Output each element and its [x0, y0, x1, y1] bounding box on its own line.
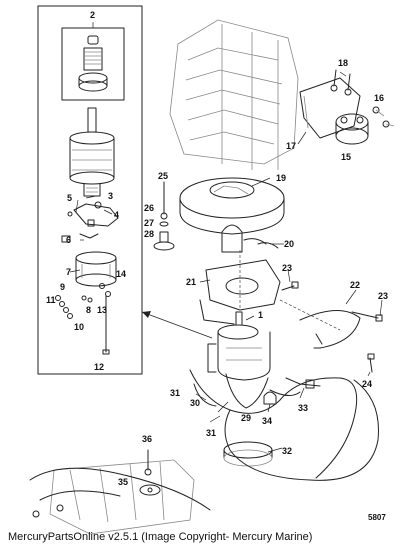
callout-33: 33 [298, 403, 308, 413]
callout-10: 10 [74, 322, 84, 332]
starter-inset-frame [37, 5, 143, 375]
callout-29: 29 [241, 413, 251, 423]
callout-2: 2 [90, 10, 95, 20]
callout-1: 1 [258, 310, 263, 320]
solenoid-bracket [299, 77, 361, 139]
callout-11: 11 [46, 295, 56, 305]
callout-14: 14 [116, 269, 126, 279]
callout-31b: 31 [206, 428, 216, 438]
callout-19: 19 [276, 173, 286, 183]
bracket-screws [330, 69, 352, 96]
callout-16: 16 [374, 93, 384, 103]
callout-31a: 31 [170, 388, 180, 398]
callout-9: 9 [60, 282, 65, 292]
through-bolt [102, 295, 110, 355]
harness-screw-36 [144, 449, 152, 476]
brush-plate [73, 201, 119, 239]
callout-12: 12 [94, 362, 104, 372]
callout-17: 17 [286, 141, 296, 151]
copyright-footer: MercuryPartsOnline v2.5.1 (Image Copyrig… [8, 531, 313, 543]
terminal-boot [263, 391, 277, 405]
callout-labels: 2 3 4 5 6 7 8 9 10 11 12 13 14 15 16 17 … [46, 10, 388, 487]
callout-6: 6 [66, 235, 71, 245]
callout-5: 5 [67, 193, 72, 203]
washers-nuts [55, 211, 111, 319]
callout-7: 7 [66, 267, 71, 277]
figure-number: 5807 [368, 513, 386, 522]
bracket-bolts-23 [281, 281, 383, 322]
callout-35: 35 [118, 477, 128, 487]
callout-20: 20 [284, 239, 294, 249]
upper-starter-bracket [199, 259, 281, 325]
callout-36: 36 [142, 434, 152, 444]
callout-4: 4 [114, 210, 119, 220]
callout-30: 30 [190, 398, 200, 408]
callout-28: 28 [144, 229, 154, 239]
leader-lines [69, 71, 383, 453]
callout-3: 3 [108, 191, 113, 201]
starter-wire-harness [189, 369, 358, 479]
starter-motor [207, 311, 271, 409]
callout-24: 24 [362, 379, 372, 389]
starter-solenoid [335, 106, 395, 145]
harness-clamp-35 [139, 484, 161, 496]
battery-cable [224, 379, 379, 481]
callout-21: 21 [186, 277, 196, 287]
callout-25: 25 [158, 171, 168, 181]
flywheel-cover [179, 177, 285, 253]
callout-22: 22 [350, 280, 360, 290]
callout-18: 18 [338, 58, 348, 68]
callout-23b: 23 [378, 291, 388, 301]
assembly-centerline-2 [279, 299, 341, 331]
lower-strap [299, 309, 361, 349]
starter-band [223, 441, 273, 467]
callout-23a: 23 [282, 263, 292, 273]
callout-32: 32 [282, 446, 292, 456]
screw-24 [367, 353, 375, 373]
callout-13: 13 [97, 305, 107, 315]
callout-15: 15 [341, 152, 351, 162]
starter-armature-housing [69, 107, 115, 197]
reference-arrow [141, 311, 213, 339]
callout-8: 8 [86, 305, 91, 315]
powerhead-block [169, 19, 299, 170]
drive-kit-group [61, 22, 125, 101]
callout-27: 27 [144, 218, 154, 228]
end-cap-assembly [75, 251, 117, 287]
callout-34: 34 [262, 416, 272, 426]
callout-26: 26 [144, 203, 154, 213]
lower-mount-frame [29, 459, 211, 535]
